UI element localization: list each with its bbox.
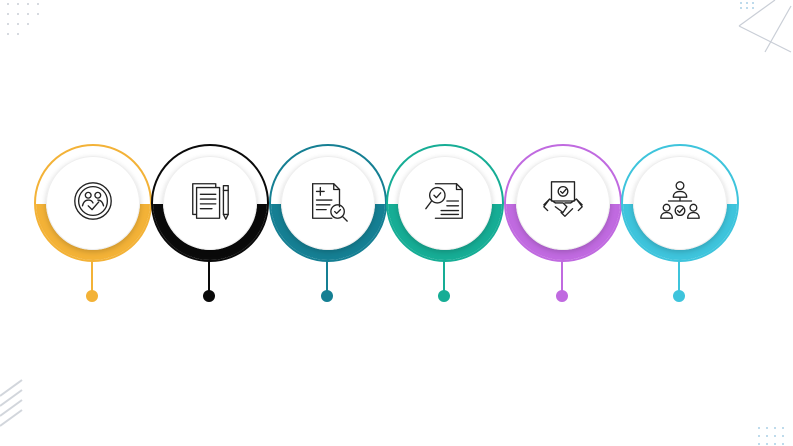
document-search-icon bbox=[422, 178, 468, 229]
step-5-connector bbox=[561, 261, 563, 291]
step-5-inner-circle bbox=[516, 156, 610, 250]
step-6-dot bbox=[673, 290, 685, 302]
step-2-inner-circle bbox=[163, 156, 257, 250]
step-4-dot bbox=[438, 290, 450, 302]
step-1 bbox=[34, 144, 152, 304]
step-6-connector bbox=[678, 261, 680, 291]
step-1-dot bbox=[86, 290, 98, 302]
step-1-inner-circle bbox=[46, 156, 140, 250]
step-5 bbox=[504, 144, 622, 304]
step-6 bbox=[621, 144, 739, 304]
medical-report-check-icon bbox=[305, 178, 351, 229]
step-3-inner-circle bbox=[281, 156, 375, 250]
dot-grid-top-left bbox=[7, 3, 39, 35]
step-4-inner-circle bbox=[398, 156, 492, 250]
documents-pencil-icon bbox=[187, 178, 233, 229]
step-6-inner-circle bbox=[633, 156, 727, 250]
step-1-connector bbox=[91, 261, 93, 291]
step-4-connector bbox=[443, 261, 445, 291]
review-badge-icon bbox=[70, 178, 116, 229]
line-pattern-top-right bbox=[738, 0, 792, 53]
step-2-connector bbox=[208, 261, 210, 291]
dot-grid-bottom-right bbox=[758, 427, 784, 445]
handshake-agreement-icon bbox=[540, 178, 586, 229]
step-3 bbox=[269, 144, 387, 304]
step-2-dot bbox=[203, 290, 215, 302]
stripe-pattern-bottom-left bbox=[0, 379, 23, 427]
team-approval-icon bbox=[657, 178, 703, 229]
step-3-dot bbox=[321, 290, 333, 302]
step-5-dot bbox=[556, 290, 568, 302]
step-2 bbox=[151, 144, 269, 304]
step-3-connector bbox=[326, 261, 328, 291]
step-4 bbox=[386, 144, 504, 304]
